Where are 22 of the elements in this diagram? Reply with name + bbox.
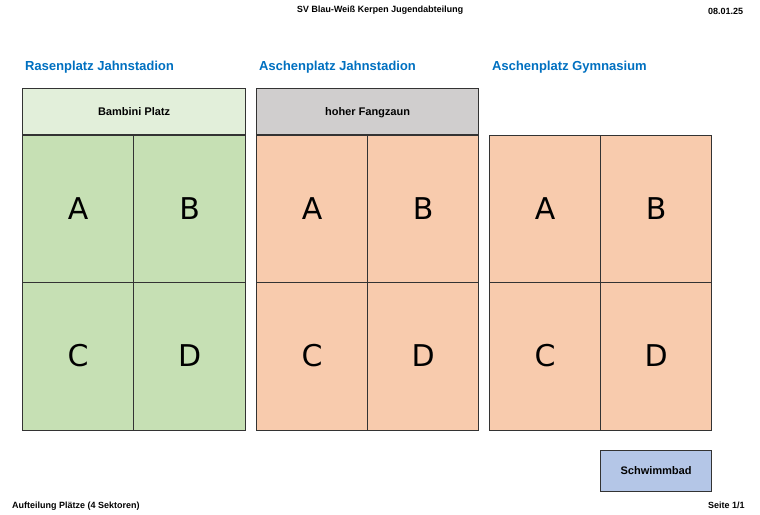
footer-text: Aufteilung Plätze (4 Sektoren) [12, 500, 140, 510]
page-title: SV Blau-Weiß Kerpen Jugendabteilung [296, 4, 464, 14]
zone-area: Bambini Platz [22, 88, 246, 135]
field-heading: Rasenplatz Jahnstadion [25, 58, 174, 73]
sector-area: B [133, 135, 246, 283]
zone-area: hoher Fangzaun [256, 88, 479, 135]
sector-area: D [133, 282, 246, 431]
sector-area: A [489, 135, 601, 283]
sector-area: D [600, 282, 712, 431]
sector-area: A [22, 135, 134, 283]
page-number: Seite 1/1 [708, 500, 745, 510]
sector-area: C [256, 282, 368, 431]
field-heading: Aschenplatz Gymnasium [492, 58, 647, 73]
sector-area: D [367, 282, 479, 431]
sector-area: B [367, 135, 479, 283]
sector-area: B [600, 135, 712, 283]
sector-area: C [489, 282, 601, 431]
facility-box: Schwimmbad [600, 450, 712, 492]
field-heading: Aschenplatz Jahnstadion [259, 58, 416, 73]
date-text: 08.01.25 [708, 6, 744, 16]
sector-area: A [256, 135, 368, 283]
sector-area: C [22, 282, 134, 431]
